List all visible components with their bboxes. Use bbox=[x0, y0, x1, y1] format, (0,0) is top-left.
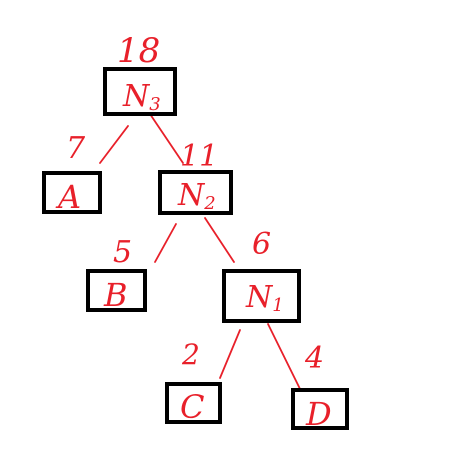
tree-nodes bbox=[42, 67, 349, 430]
node-label-n3: N3 bbox=[122, 79, 161, 115]
edge-n2-n1 bbox=[204, 217, 235, 263]
tree-edges bbox=[99, 113, 303, 394]
node-label-b: B bbox=[103, 276, 128, 314]
edge-n1-c bbox=[219, 329, 241, 379]
node-box-n1 bbox=[222, 269, 301, 323]
node-labels: N3 A N2 B N1 C D bbox=[55, 79, 332, 433]
node-weights: 18 7 11 5 6 2 4 bbox=[66, 31, 324, 376]
node-box-d bbox=[291, 388, 349, 430]
edge-n1-d bbox=[267, 323, 303, 394]
node-box-b bbox=[86, 269, 147, 312]
weight-c: 2 bbox=[181, 338, 200, 371]
node-box-c bbox=[165, 382, 222, 424]
weight-n3: 18 bbox=[117, 31, 160, 71]
node-label-d: D bbox=[305, 395, 332, 433]
node-box-n2 bbox=[158, 170, 233, 215]
weight-d: 4 bbox=[304, 341, 324, 376]
node-label-a: A bbox=[55, 178, 81, 216]
weight-a: 7 bbox=[66, 131, 86, 166]
edge-n2-b bbox=[154, 223, 177, 263]
weight-n1: 6 bbox=[252, 227, 271, 262]
node-label-n1: N1 bbox=[245, 280, 284, 316]
edge-n3-a bbox=[99, 125, 129, 164]
node-label-c: C bbox=[180, 388, 204, 426]
node-label-n2: N2 bbox=[177, 178, 216, 214]
node-box-a bbox=[42, 171, 102, 214]
weight-b: 5 bbox=[113, 235, 132, 270]
node-box-n3 bbox=[103, 67, 177, 116]
weight-n2: 11 bbox=[180, 139, 218, 174]
edge-n3-n2 bbox=[149, 113, 184, 164]
